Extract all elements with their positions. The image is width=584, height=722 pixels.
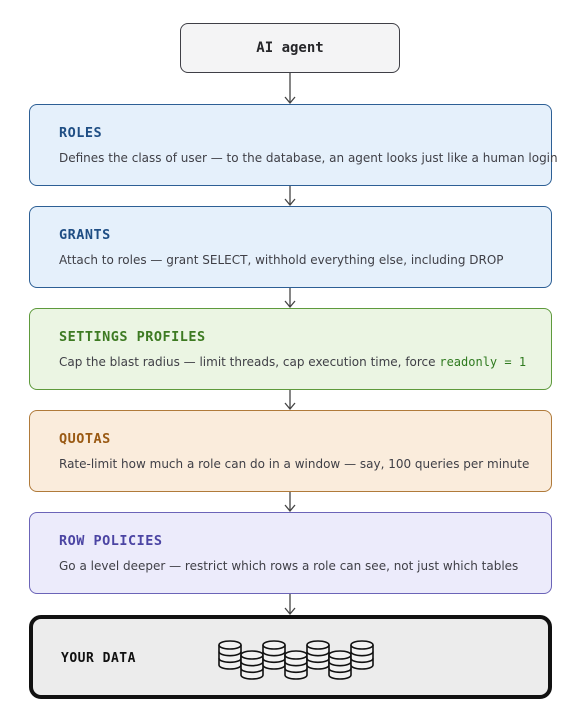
description-text: Cap the blast radius — limit threads, ca…	[59, 355, 440, 369]
layer-title: ROLES	[59, 125, 103, 141]
database-stack-icon	[218, 640, 374, 680]
database-cylinder	[240, 650, 264, 680]
your-data-node: YOUR DATA	[29, 615, 552, 699]
layer-description: Defines the class of user — to the datab…	[59, 151, 558, 165]
database-cylinder	[328, 650, 352, 680]
layer-description: Rate-limit how much a role can do in a w…	[59, 457, 530, 471]
flow-arrow	[284, 73, 296, 104]
database-cylinder	[306, 640, 330, 670]
layer-title: SETTINGS PROFILES	[59, 329, 206, 345]
quotas-layer: QUOTAS Rate-limit how much a role can do…	[29, 410, 552, 492]
database-cylinder	[284, 650, 308, 680]
layer-title: QUOTAS	[59, 431, 111, 447]
flow-arrow	[284, 186, 296, 206]
database-cylinder	[262, 640, 286, 670]
ai-agent-label: AI agent	[256, 40, 324, 56]
database-cylinder	[350, 640, 374, 670]
layer-title: ROW POLICIES	[59, 533, 163, 549]
flow-arrow	[284, 492, 296, 512]
flow-arrow	[284, 390, 296, 410]
flow-arrow	[284, 594, 296, 615]
database-cylinder	[218, 640, 242, 670]
roles-layer: ROLES Defines the class of user — to the…	[29, 104, 558, 186]
row-policies-layer: ROW POLICIES Go a level deeper — restric…	[29, 512, 552, 594]
layer-title: GRANTS	[59, 227, 111, 243]
settings-profiles-layer: SETTINGS PROFILES Cap the blast radius —…	[29, 308, 552, 390]
layer-description: Go a level deeper — restrict which rows …	[59, 559, 519, 573]
grants-layer: GRANTS Attach to roles — grant SELECT, w…	[29, 206, 552, 288]
layer-description: Cap the blast radius — limit threads, ca…	[59, 355, 543, 369]
flow-arrow	[284, 288, 296, 308]
layer-description: Attach to roles — grant SELECT, withhold…	[59, 253, 504, 267]
your-data-title: YOUR DATA	[61, 651, 136, 666]
readonly-code: readonly = 1	[439, 355, 527, 369]
ai-agent-node: AI agent	[180, 23, 400, 73]
